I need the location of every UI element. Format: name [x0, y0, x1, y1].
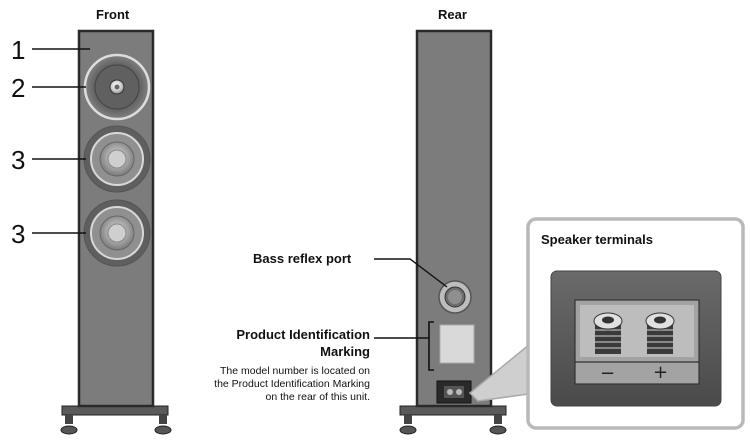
plus-symbol: + [653, 362, 669, 383]
callout-3-woofer-lower: 3 [11, 219, 26, 249]
rear-leader-lines [374, 258, 448, 339]
product-id-desc-line2: the Product Identification Marking [214, 377, 370, 390]
product-id-label-line2: Marking [320, 343, 370, 359]
speaker-terminals-title: Speaker terminals [541, 232, 654, 247]
callout-2-tweeter: 2 [11, 73, 26, 103]
tweeter [83, 53, 151, 121]
product-id-desc-line3: on the rear of this unit. [265, 390, 370, 403]
rear-speaker [374, 29, 507, 435]
rear-heading: Rear [438, 7, 467, 22]
plus-terminal [645, 312, 675, 354]
product-id-description: The model number is located on the Produ… [150, 365, 370, 403]
front-leader-lines [32, 48, 90, 234]
front-heading: Front [96, 7, 130, 22]
rear-feet [399, 405, 507, 435]
callout-3-woofer-upper: 3 [11, 145, 26, 175]
bass-reflex-port-label: Bass reflex port [253, 251, 352, 266]
product-id-plate [439, 324, 475, 364]
bass-reflex-port [438, 280, 472, 314]
minus-terminal [593, 312, 623, 354]
rear-terminal-block [436, 380, 472, 404]
product-id-bracket [428, 321, 434, 371]
front-speaker [32, 29, 172, 435]
callout-1-cabinet: 1 [11, 35, 26, 65]
product-id-desc-line1: The model number is located on [220, 365, 370, 377]
minus-symbol: − [600, 363, 616, 384]
terminals-inset [468, 217, 745, 430]
front-feet [60, 405, 172, 435]
woofer-upper [83, 125, 151, 193]
product-id-label: Product Identification Marking [210, 327, 370, 361]
woofer-lower [83, 199, 151, 267]
product-id-label-line1: Product Identification [236, 327, 370, 342]
